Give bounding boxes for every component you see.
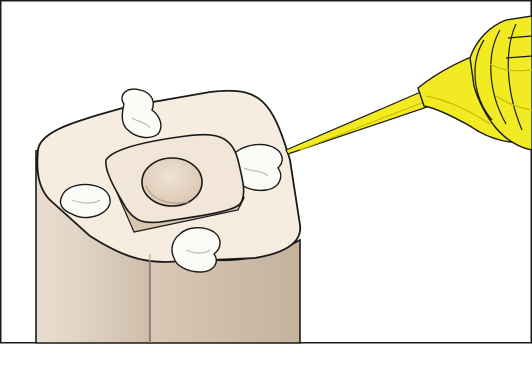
adhesive-bead-icon [172,228,220,272]
adhesive-bead-icon [60,184,110,217]
plate-hole [142,158,202,206]
